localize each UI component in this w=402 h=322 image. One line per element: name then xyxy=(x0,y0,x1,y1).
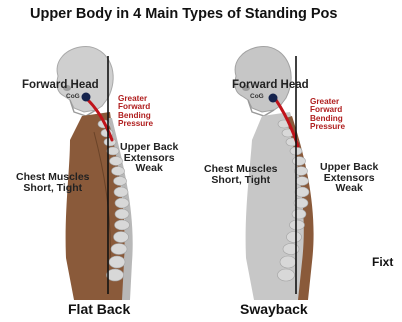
chest-label-2: Chest MusclesShort, Tight xyxy=(204,164,278,185)
upper-back-label-1: Upper BackExtensorsWeak xyxy=(120,142,178,174)
pressure-label-2: GreaterForward BendingPressure xyxy=(310,98,345,131)
caption-partial: Fixt xyxy=(372,256,393,268)
caption-swayback: Swayback xyxy=(240,302,308,316)
cog-label-1: CoG xyxy=(66,94,80,101)
cog-dot-2 xyxy=(269,94,278,103)
forward-head-label-1: Forward Head xyxy=(22,80,99,92)
cog-label-2: CoG xyxy=(250,94,264,101)
caption-flat-back: Flat Back xyxy=(68,302,130,316)
chest-label-1: Chest MusclesShort, Tight xyxy=(16,172,90,193)
pressure-label-1: GreaterForward BendingPressure xyxy=(118,95,153,128)
forward-head-label-2: Forward Head xyxy=(232,80,309,92)
upper-back-label-2: Upper BackExtensorsWeak xyxy=(320,162,378,194)
cog-dot-1 xyxy=(82,93,91,102)
